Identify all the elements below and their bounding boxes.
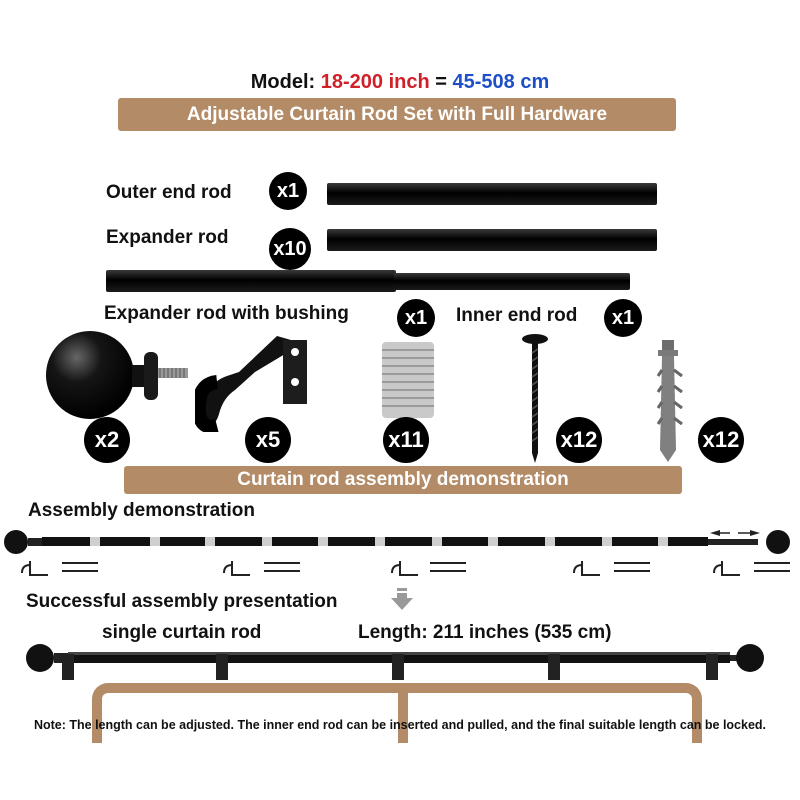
expander-bushing-inner-image bbox=[394, 273, 630, 290]
expander-rod-qty: x10 bbox=[269, 228, 311, 270]
bushing-icon bbox=[382, 342, 434, 418]
assembly-banner: Curtain rod assembly demonstration bbox=[124, 466, 682, 494]
single-rod-label: single curtain rod bbox=[102, 622, 262, 643]
inner-end-rod-qty: x1 bbox=[604, 299, 642, 337]
outer-end-rod-qty: x1 bbox=[269, 172, 307, 210]
finial-qty: x2 bbox=[84, 417, 130, 463]
model-label: Model: bbox=[250, 71, 316, 93]
outer-end-rod-image bbox=[327, 183, 657, 205]
expander-bushing-label: Expander rod with bushing bbox=[104, 303, 349, 324]
expander-bushing-qty: x1 bbox=[397, 299, 435, 337]
screw-icon bbox=[522, 334, 548, 463]
assembly-diagram bbox=[4, 530, 790, 576]
assembly-title: Assembly demonstration bbox=[28, 500, 255, 521]
bushing-qty: x11 bbox=[383, 417, 429, 463]
anchor-icon bbox=[656, 340, 683, 462]
bracket-qty: x5 bbox=[245, 417, 291, 463]
assembled-rod-image bbox=[26, 644, 764, 680]
decorative-frame bbox=[92, 683, 702, 743]
anchor-qty: x12 bbox=[698, 417, 744, 463]
screw-qty: x12 bbox=[556, 417, 602, 463]
expander-bushing-rod-image bbox=[106, 270, 396, 292]
finial-icon bbox=[46, 331, 188, 419]
outer-end-rod-label: Outer end rod bbox=[106, 182, 232, 203]
equals-sign: = bbox=[435, 71, 447, 93]
footer-note: Note: The length can be adjusted. The in… bbox=[33, 718, 767, 732]
inch-range: 18-200 inch bbox=[320, 71, 430, 93]
model-line: Model: 18-200 inch = 45-508 cm bbox=[0, 71, 800, 94]
expander-rod-image bbox=[327, 229, 657, 251]
length-label: Length: 211 inches (535 cm) bbox=[358, 622, 612, 643]
cm-range: 45-508 cm bbox=[452, 71, 550, 93]
bracket-icon bbox=[195, 336, 307, 432]
down-arrow-icon bbox=[391, 588, 413, 610]
success-title: Successful assembly presentation bbox=[26, 591, 338, 612]
title-banner: Adjustable Curtain Rod Set with Full Har… bbox=[118, 98, 676, 131]
inner-end-rod-label: Inner end rod bbox=[456, 305, 578, 326]
expander-rod-label: Expander rod bbox=[106, 227, 229, 248]
decorative-divider bbox=[398, 693, 408, 743]
